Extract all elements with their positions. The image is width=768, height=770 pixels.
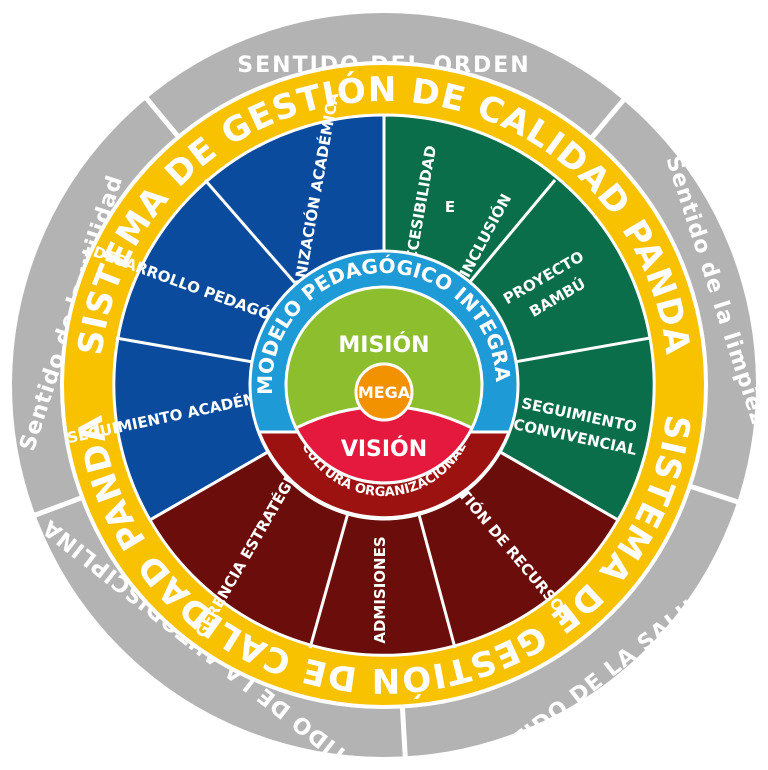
vision-label: VISIÓN bbox=[341, 436, 427, 462]
mega-circle bbox=[354, 362, 414, 422]
segment-label-admisiones: ADMISIONES bbox=[371, 536, 389, 643]
mega-label: MEGA bbox=[358, 383, 411, 402]
segment-label-e: E bbox=[445, 198, 455, 216]
mision-label: MISIÓN bbox=[338, 332, 429, 358]
